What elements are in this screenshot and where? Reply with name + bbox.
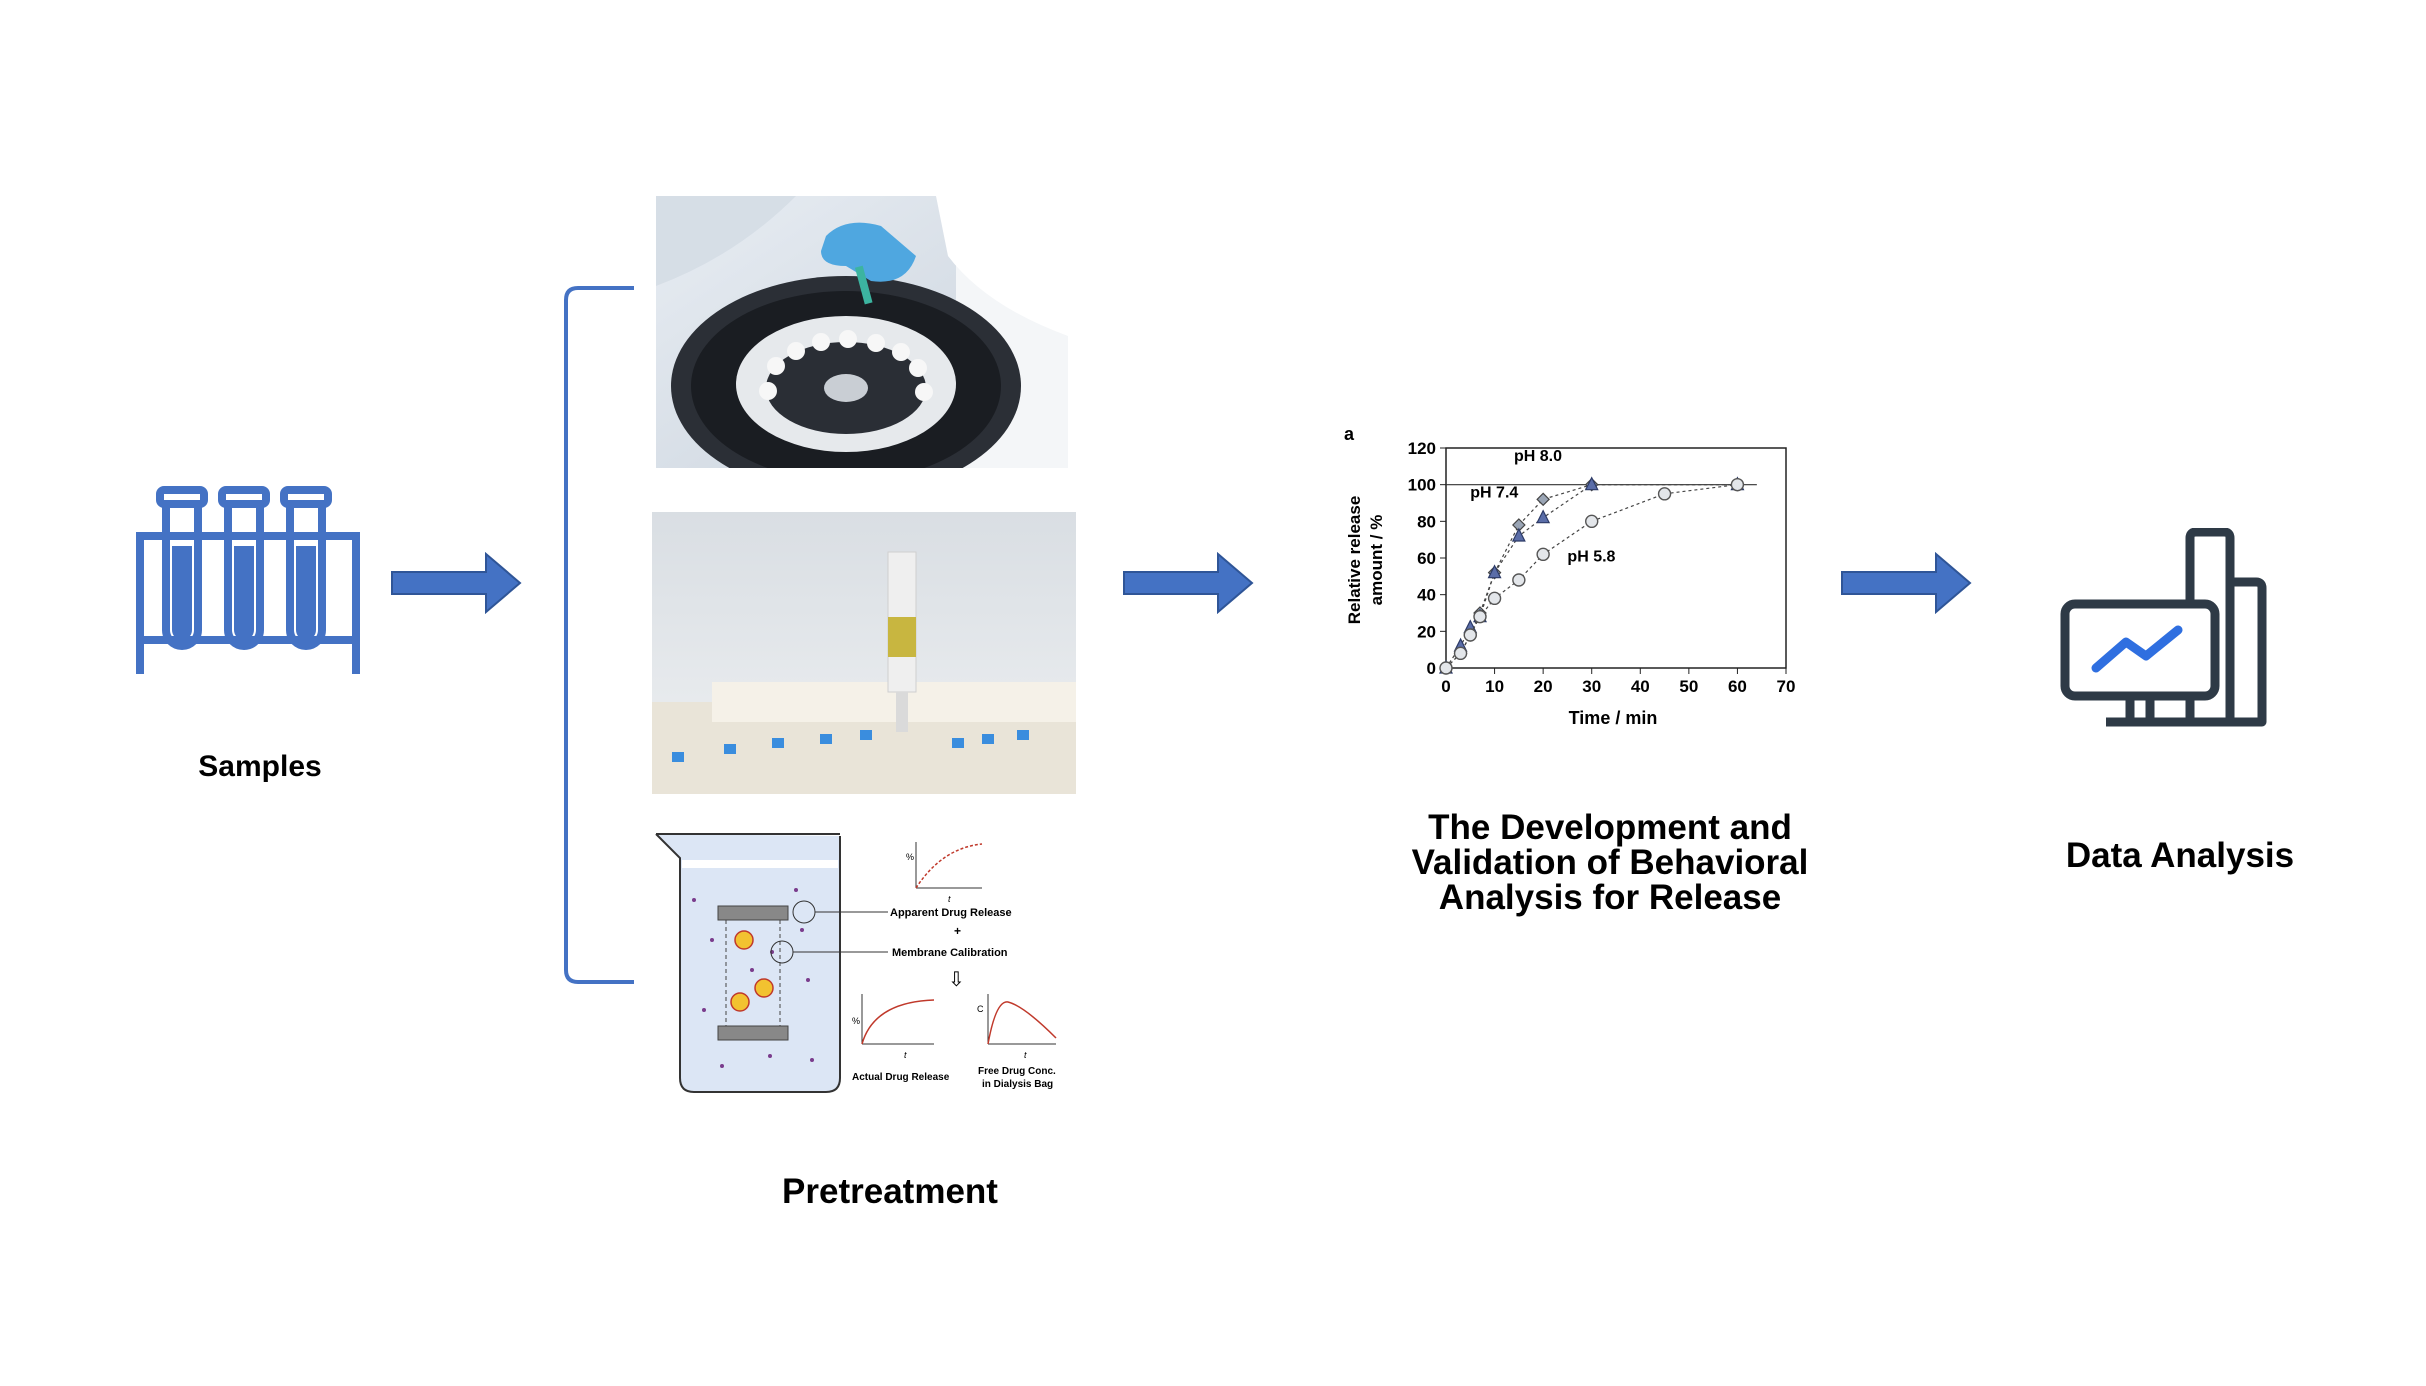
y-axis-label-line2: amount / % bbox=[1367, 515, 1386, 606]
actual-drug-release-label: Actual Drug Release bbox=[852, 1072, 950, 1083]
apparent-drug-release-label: Apparent Drug Release bbox=[890, 907, 1012, 919]
data-point bbox=[1536, 509, 1551, 524]
series-label: pH 7.4 bbox=[1470, 485, 1518, 502]
data-point bbox=[1473, 609, 1487, 624]
x-tick-label: 20 bbox=[1534, 677, 1553, 696]
data-point bbox=[1463, 628, 1477, 642]
release-stage-label: The Development and Validation of Behavi… bbox=[1360, 810, 1860, 915]
series-label: pH 5.8 bbox=[1567, 549, 1615, 566]
spe-column-photo bbox=[652, 512, 1076, 794]
plus-label: + bbox=[954, 924, 961, 938]
test-tubes-rack-icon bbox=[136, 486, 360, 674]
t-label-3: t bbox=[1024, 1050, 1027, 1060]
data-point bbox=[1512, 573, 1526, 587]
pct-label-2: % bbox=[852, 1016, 860, 1026]
data-point bbox=[1487, 591, 1502, 606]
data-point bbox=[1536, 492, 1550, 507]
pct-label: % bbox=[906, 852, 914, 862]
y-tick-label: 20 bbox=[1417, 622, 1436, 641]
samples-label: Samples bbox=[198, 750, 322, 783]
pretreatment-label: Pretreatment bbox=[782, 1172, 998, 1211]
y-tick-label: 120 bbox=[1408, 439, 1436, 458]
t-label-2: t bbox=[904, 1050, 907, 1060]
x-tick-label: 60 bbox=[1728, 677, 1747, 696]
data-point bbox=[1536, 547, 1550, 562]
data-point bbox=[1487, 564, 1502, 579]
release-label-line2: Validation of Behavioral bbox=[1411, 843, 1809, 882]
data-point bbox=[1584, 476, 1599, 491]
data-point bbox=[1511, 527, 1526, 542]
data-point bbox=[1439, 661, 1453, 675]
free-drug-conc-label: Free Drug Conc. bbox=[978, 1066, 1056, 1077]
y-tick-label: 0 bbox=[1427, 659, 1436, 678]
membrane-calibration-label: Membrane Calibration bbox=[892, 947, 1008, 959]
x-tick-label: 10 bbox=[1485, 677, 1504, 696]
y-tick-label: 60 bbox=[1417, 549, 1436, 568]
bracket bbox=[564, 286, 634, 984]
y-tick-label: 80 bbox=[1417, 512, 1436, 531]
x-axis-label: Time / min bbox=[1569, 708, 1658, 728]
t-label: t bbox=[948, 894, 951, 904]
data-point bbox=[1453, 646, 1468, 661]
y-tick-label: 100 bbox=[1408, 476, 1436, 495]
data-analysis-label: Data Analysis bbox=[2065, 836, 2295, 875]
data-point bbox=[1657, 487, 1672, 501]
x-tick-label: 30 bbox=[1582, 677, 1601, 696]
x-tick-label: 40 bbox=[1631, 677, 1650, 696]
release-label-line1: The Development and bbox=[1428, 808, 1792, 847]
right-arrow-icon bbox=[1123, 552, 1254, 614]
series-label: pH 8.0 bbox=[1514, 448, 1562, 465]
monitor-chart-icon bbox=[2060, 528, 2267, 727]
release-chart: a Relative release amount / % Time / min… bbox=[1344, 424, 1796, 728]
data-point bbox=[1730, 477, 1745, 492]
release-label-line3: Analysis for Release bbox=[1438, 878, 1782, 917]
series-curve bbox=[1445, 484, 1738, 669]
c-label: C bbox=[977, 1004, 984, 1014]
in-dialysis-bag-label: in Dialysis Bag bbox=[982, 1079, 1053, 1090]
down-arrow-glyph: ⇩ bbox=[948, 969, 965, 991]
right-arrow-icon bbox=[1841, 552, 1972, 614]
centrifuge-photo bbox=[656, 196, 1068, 468]
data-point bbox=[1585, 514, 1599, 529]
y-axis-label-line1: Relative release bbox=[1345, 496, 1364, 625]
y-tick-label: 40 bbox=[1417, 586, 1436, 605]
x-tick-label: 0 bbox=[1441, 677, 1450, 696]
right-arrow-icon bbox=[391, 552, 522, 614]
dialysis-diagram: % t Apparent Drug Release + Membrane Cal… bbox=[655, 833, 1057, 1093]
x-tick-label: 70 bbox=[1777, 677, 1796, 696]
panel-label: a bbox=[1344, 424, 1355, 444]
x-tick-label: 50 bbox=[1679, 677, 1698, 696]
